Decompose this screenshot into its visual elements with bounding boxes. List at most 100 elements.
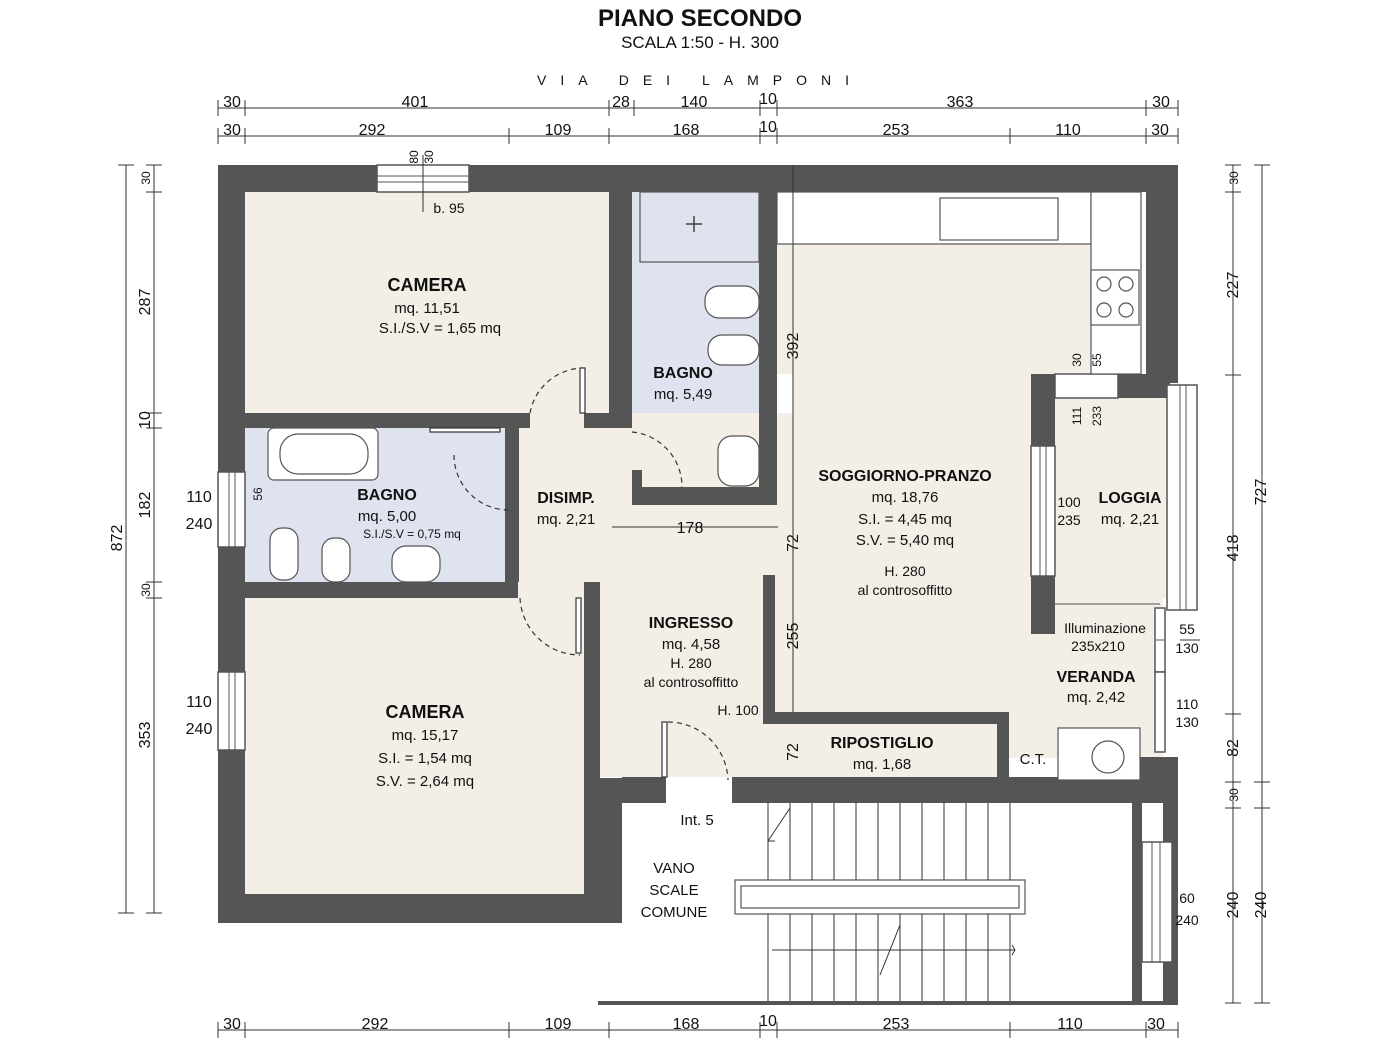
si-camera-2: S.I. = 1,54 mq xyxy=(378,750,472,767)
door-leaf-int xyxy=(661,721,668,778)
label-veranda: VERANDA xyxy=(1056,669,1136,686)
sv-camera-2: S.V. = 2,64 mq xyxy=(376,773,474,790)
dim-bottom-2: 109 xyxy=(545,1016,572,1033)
label-camera-2: CAMERA xyxy=(386,702,465,722)
dim-top2-4: 10 xyxy=(759,119,777,136)
shower-drain-icon xyxy=(686,216,702,232)
wall-int-right xyxy=(732,777,1167,803)
label-ct: C.T. xyxy=(1020,751,1047,768)
dim-w2-a: 110 xyxy=(186,694,212,711)
floor-loggia xyxy=(1055,398,1167,598)
label-ingresso: INGRESSO xyxy=(649,615,733,632)
wall-stair-left xyxy=(598,778,622,923)
dim-top1-1: 401 xyxy=(402,94,429,111)
wall-bottom-left xyxy=(218,894,622,923)
dim-w30: 30 xyxy=(422,150,436,164)
kitchen-sink xyxy=(939,197,1059,241)
window-stairwell xyxy=(1141,841,1173,963)
floor-ripostiglio xyxy=(777,722,999,777)
dim-bottom-5: 253 xyxy=(883,1016,910,1033)
area-ingresso: mq. 4,58 xyxy=(662,636,720,653)
dim-top1-3: 140 xyxy=(681,94,708,111)
si-soggiorno: S.I. = 4,45 mq xyxy=(858,511,952,528)
bidet-bagno-2 xyxy=(321,537,351,583)
dim-top2-0: 30 xyxy=(223,122,241,139)
dim-left-3: 182 xyxy=(137,492,154,519)
dim-top2-6: 110 xyxy=(1055,122,1081,139)
window-lines xyxy=(228,175,1187,962)
area-soggiorno: mq. 18,76 xyxy=(872,489,939,506)
wall-loggia-top-right xyxy=(1118,374,1170,398)
h-soggiorno: H. 280 xyxy=(884,563,925,579)
dim-72a: 72 xyxy=(785,534,802,552)
street-label: VIA DEI LAMPONI xyxy=(537,72,863,88)
dim-w1-a: 110 xyxy=(186,489,212,506)
sv-soggiorno: S.V. = 5,40 mq xyxy=(856,532,954,549)
floor-camera-2 xyxy=(245,598,585,894)
window-loggia-right xyxy=(1166,384,1198,611)
area-bagno-2: mq. 5,00 xyxy=(358,508,416,525)
dim-right-5: 240 xyxy=(1225,892,1242,919)
bidet-bagno-1 xyxy=(707,334,760,366)
floor-camera-1 xyxy=(245,192,609,413)
wall-top xyxy=(218,165,1178,192)
wall-ingresso-right xyxy=(763,575,775,721)
stair-landing-inner xyxy=(740,885,1020,909)
dim-bottom-7: 30 xyxy=(1147,1016,1165,1033)
dim-top2-2: 109 xyxy=(545,122,572,139)
dim-left-5: 353 xyxy=(137,722,154,749)
illum-veranda: Illuminazione xyxy=(1064,620,1146,636)
dim-h100: H. 100 xyxy=(717,702,758,718)
dim-s240: 240 xyxy=(1175,912,1199,928)
dim-v130b: 130 xyxy=(1175,714,1199,730)
area-camera-1: mq. 11,51 xyxy=(394,300,460,317)
label-vano-3: COMUNE xyxy=(641,904,708,921)
wall-bagno2-right xyxy=(505,428,519,582)
bathtub-inner xyxy=(279,433,369,475)
side-dimension-lines xyxy=(118,164,1270,1004)
page-title: PIANO SECONDO xyxy=(598,5,802,32)
sink-bagno-1 xyxy=(717,435,760,487)
dim-w80: 80 xyxy=(407,150,421,164)
label-bagno-1: BAGNO xyxy=(653,365,713,382)
sink-bagno-2 xyxy=(391,545,441,583)
wall-right-top xyxy=(1146,165,1178,383)
dim-b95: b. 95 xyxy=(433,200,464,216)
dim-left-outer: 872 xyxy=(109,525,126,552)
dim-72b: 72 xyxy=(785,743,802,761)
label-disimp: DISIMP. xyxy=(537,490,595,507)
dim-392: 392 xyxy=(785,333,802,360)
side-dimension-labels: 872 30 287 10 182 30 353 727 30 227 418 … xyxy=(109,171,1270,918)
dim-top2-7: 30 xyxy=(1151,122,1169,139)
window-camera-2 xyxy=(217,671,246,751)
dim-top2-3: 168 xyxy=(673,122,700,139)
area-disimp: mq. 2,21 xyxy=(537,511,595,528)
dim-top2-5: 253 xyxy=(883,122,910,139)
dim-l233: 233 xyxy=(1090,406,1104,426)
area-bagno-1: mq. 5,49 xyxy=(654,386,712,403)
dim-bottom-6: 110 xyxy=(1057,1016,1083,1033)
wall-bagno1-bottom xyxy=(632,487,777,505)
dim-right-2: 418 xyxy=(1225,535,1242,562)
dim-top1-2: 28 xyxy=(612,94,630,111)
dim-top1-6: 30 xyxy=(1152,94,1170,111)
dim-right-4: 30 xyxy=(1227,788,1241,802)
wall-camera1-bottom xyxy=(245,413,530,428)
dim-w1-c: 56 xyxy=(251,487,265,501)
dim-right-outer: 727 xyxy=(1253,479,1270,506)
dim-v55: 55 xyxy=(1179,621,1195,637)
label-soggiorno: SOGGIORNO-PRANZO xyxy=(818,468,991,485)
label-vano-2: SCALE xyxy=(649,882,698,899)
dim-w1-b: 240 xyxy=(186,516,213,533)
label-loggia: LOGGIA xyxy=(1098,490,1162,507)
wall-bagno1-left-stub xyxy=(632,470,642,505)
dim-255: 255 xyxy=(785,623,802,650)
extra-camera-1: S.I./S.V = 1,65 mq xyxy=(379,320,501,337)
dim-v110: 110 xyxy=(1176,696,1199,712)
dim-bottom-3: 168 xyxy=(673,1016,700,1033)
dim-right-far: 240 xyxy=(1253,892,1270,919)
dim-bottom-1: 292 xyxy=(362,1016,389,1033)
floor-soggiorno xyxy=(793,244,1031,712)
dim-top1-4: 10 xyxy=(759,91,777,108)
